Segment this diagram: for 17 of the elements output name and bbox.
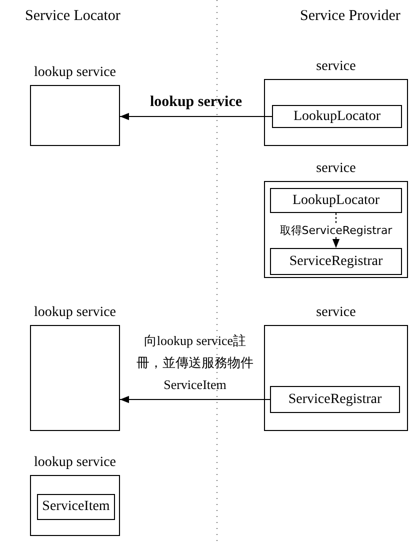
arrow: [120, 112, 272, 120]
box-heading: lookup service: [32, 65, 118, 81]
column-heading: Service Provider: [300, 8, 400, 25]
box-heading: lookup service: [32, 305, 118, 321]
component-box: ServiceRegistrar: [270, 248, 402, 275]
box-heading: service: [315, 161, 357, 177]
box-heading: service: [315, 59, 357, 75]
edge-label: 向lookup service註冊，並傳送服務物件ServiceItem: [136, 332, 254, 394]
column-heading: Service Locator: [25, 8, 120, 25]
component-box: ServiceItem: [37, 494, 115, 520]
box-heading: service: [315, 305, 357, 321]
edge-label: lookup service: [148, 92, 244, 112]
arrow: [120, 396, 270, 404]
box-heading: lookup service: [32, 455, 118, 471]
component-box: LookupLocator: [270, 188, 402, 213]
component-box: ServiceRegistrar: [270, 386, 400, 413]
component-box: LookupLocator: [272, 105, 402, 128]
